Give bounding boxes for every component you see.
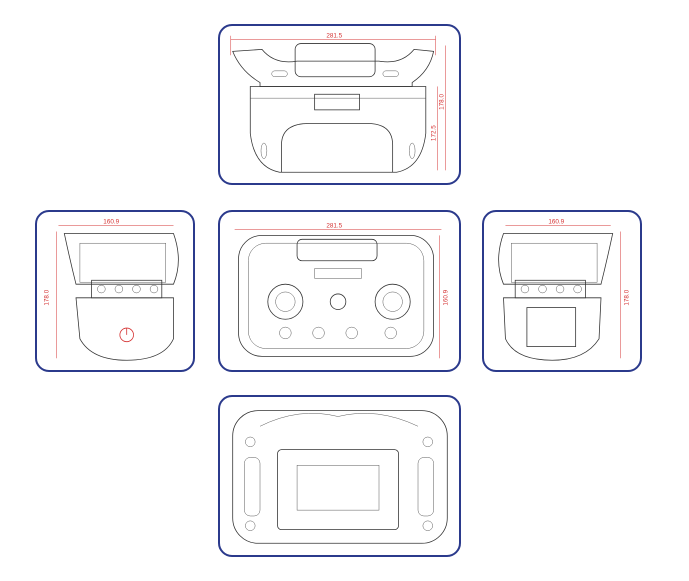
power-icon [119,327,134,343]
left-view-drawing: 160.9 178.0 [44,219,179,361]
top-view-panel: 281.5 172.5 178.0 [218,24,461,185]
left-height-dim: 178.0 [44,289,51,305]
right-width-dim: 160.9 [548,219,564,226]
right-height-dim: 178.0 [623,289,630,305]
front-height-dim: 160.9 [442,289,449,305]
left-view-panel: 160.9 178.0 [35,210,195,372]
left-width-dim: 160.9 [103,219,119,226]
right-view-drawing: 160.9 178.0 [498,219,630,361]
back-view-drawing [232,410,448,544]
top-height-outer-dim: 178.0 [438,94,445,110]
top-height-inner-dim: 172.5 [431,125,438,141]
front-width-dim: 281.5 [326,223,342,230]
right-view-panel: 160.9 178.0 [482,210,642,372]
front-view-panel: 281.5 160.9 [218,210,461,372]
top-view-drawing: 281.5 172.5 178.0 [230,33,446,173]
back-view-panel [218,395,461,557]
front-view-drawing: 281.5 160.9 [234,223,449,359]
top-width-dim: 281.5 [326,33,342,40]
